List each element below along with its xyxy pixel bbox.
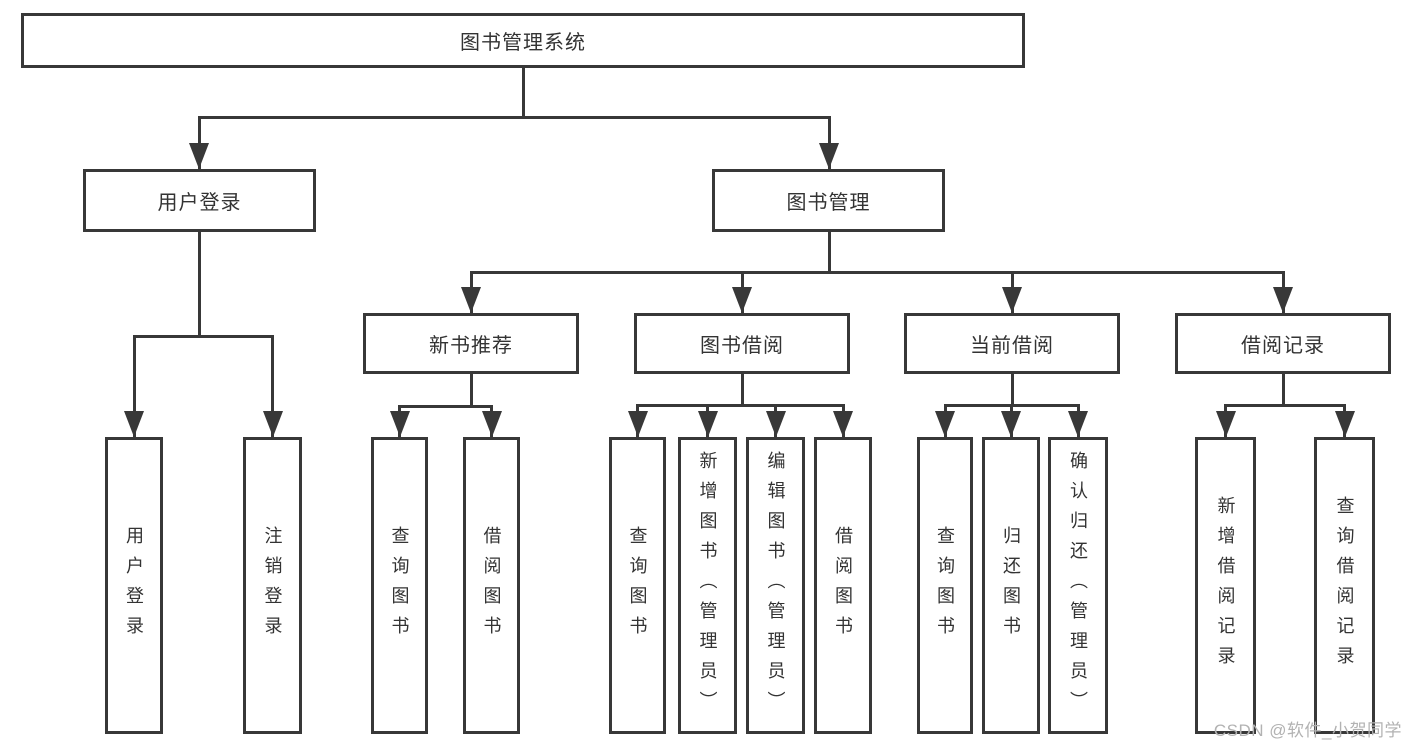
connector-line — [132, 334, 274, 338]
arrow-down — [697, 411, 718, 437]
arrow-down — [819, 143, 839, 169]
arrow-down — [765, 411, 786, 437]
connector-line — [827, 232, 831, 272]
leaf-record-query: 查询借阅记录 — [1314, 437, 1375, 734]
leaf-logout-label: 注销登录 — [262, 525, 283, 646]
node-book-management: 图书管理 — [712, 169, 945, 232]
connector-line — [398, 404, 493, 408]
arrow-down — [833, 411, 853, 437]
leaf-current-query-label: 查询图书 — [935, 525, 955, 646]
arrow-down — [189, 143, 209, 169]
leaf-record-add: 新增借阅记录 — [1195, 437, 1256, 734]
node-user-login-label: 用户登录 — [157, 192, 242, 214]
node-current-borrow-label: 当前借阅 — [970, 335, 1054, 357]
node-book-borrow: 图书借阅 — [634, 313, 850, 374]
leaf-borrow-book: 借阅图书 — [814, 437, 872, 734]
arrow-down — [1273, 287, 1293, 313]
connector-line — [1281, 374, 1285, 405]
leaf-current-confirm-return-label: 确认归还（管理员） — [1068, 450, 1088, 721]
leaf-logout: 注销登录 — [243, 437, 302, 734]
connector-line — [521, 68, 525, 117]
connector-line — [469, 374, 473, 406]
node-new-book-recommend-label: 新书推荐 — [429, 335, 513, 357]
connector-line — [1010, 374, 1014, 405]
node-borrow-records: 借阅记录 — [1175, 313, 1391, 374]
leaf-current-return-label: 归还图书 — [1001, 525, 1021, 646]
leaf-current-confirm-return: 确认归还（管理员） — [1048, 437, 1108, 734]
arrow-down — [732, 287, 752, 313]
arrow-down — [935, 411, 955, 437]
arrow-down — [481, 411, 502, 437]
arrow-down — [1002, 287, 1022, 313]
connector-line — [1224, 403, 1346, 407]
arrow-down — [1001, 411, 1021, 437]
node-borrow-records-label: 借阅记录 — [1241, 335, 1325, 357]
connector-line — [469, 270, 1285, 274]
arrow-down — [262, 411, 283, 437]
leaf-borrow-edit: 编辑图书（管理员） — [746, 437, 805, 734]
connector-line — [740, 374, 744, 405]
arrow-down — [124, 411, 144, 437]
connector-line — [197, 232, 201, 336]
connector-line — [636, 403, 845, 407]
connector-line — [132, 336, 136, 437]
leaf-user-login: 用户登录 — [105, 437, 163, 734]
node-library-system-label: 图书管理系统 — [460, 32, 586, 54]
leaf-user-login-label: 用户登录 — [124, 525, 144, 646]
leaf-borrow-query-label: 查询图书 — [627, 525, 648, 646]
arrow-down — [1068, 411, 1088, 437]
leaf-borrow-query: 查询图书 — [609, 437, 666, 734]
arrow-down — [627, 411, 648, 437]
node-library-system: 图书管理系统 — [21, 13, 1025, 68]
connector-line — [197, 115, 831, 119]
leaf-newbook-query-label: 查询图书 — [389, 525, 410, 646]
leaf-borrow-add-label: 新增图书（管理员） — [697, 450, 718, 721]
leaf-newbook-query: 查询图书 — [371, 437, 428, 734]
node-book-management-label: 图书管理 — [786, 192, 871, 214]
leaf-borrow-book-label: 借阅图书 — [833, 525, 853, 646]
arrow-down — [461, 287, 481, 313]
node-current-borrow: 当前借阅 — [904, 313, 1120, 374]
leaf-current-return: 归还图书 — [982, 437, 1040, 734]
arrow-down — [1215, 411, 1236, 437]
node-new-book-recommend: 新书推荐 — [363, 313, 579, 374]
leaf-borrow-edit-label: 编辑图书（管理员） — [765, 450, 786, 721]
csdn-watermark: CSDN @软件_小贺同学 — [1213, 721, 1402, 740]
arrow-down — [389, 411, 410, 437]
leaf-borrow-add: 新增图书（管理员） — [678, 437, 737, 734]
leaf-newbook-borrow-label: 借阅图书 — [481, 525, 502, 646]
leaf-record-query-label: 查询借阅记录 — [1334, 495, 1355, 676]
leaf-newbook-borrow: 借阅图书 — [463, 437, 520, 734]
node-book-borrow-label: 图书借阅 — [700, 335, 784, 357]
arrow-down — [1334, 411, 1355, 437]
connector-line — [271, 336, 274, 437]
leaf-record-add-label: 新增借阅记录 — [1215, 495, 1236, 676]
node-user-login: 用户登录 — [83, 169, 316, 232]
leaf-current-query: 查询图书 — [917, 437, 973, 734]
